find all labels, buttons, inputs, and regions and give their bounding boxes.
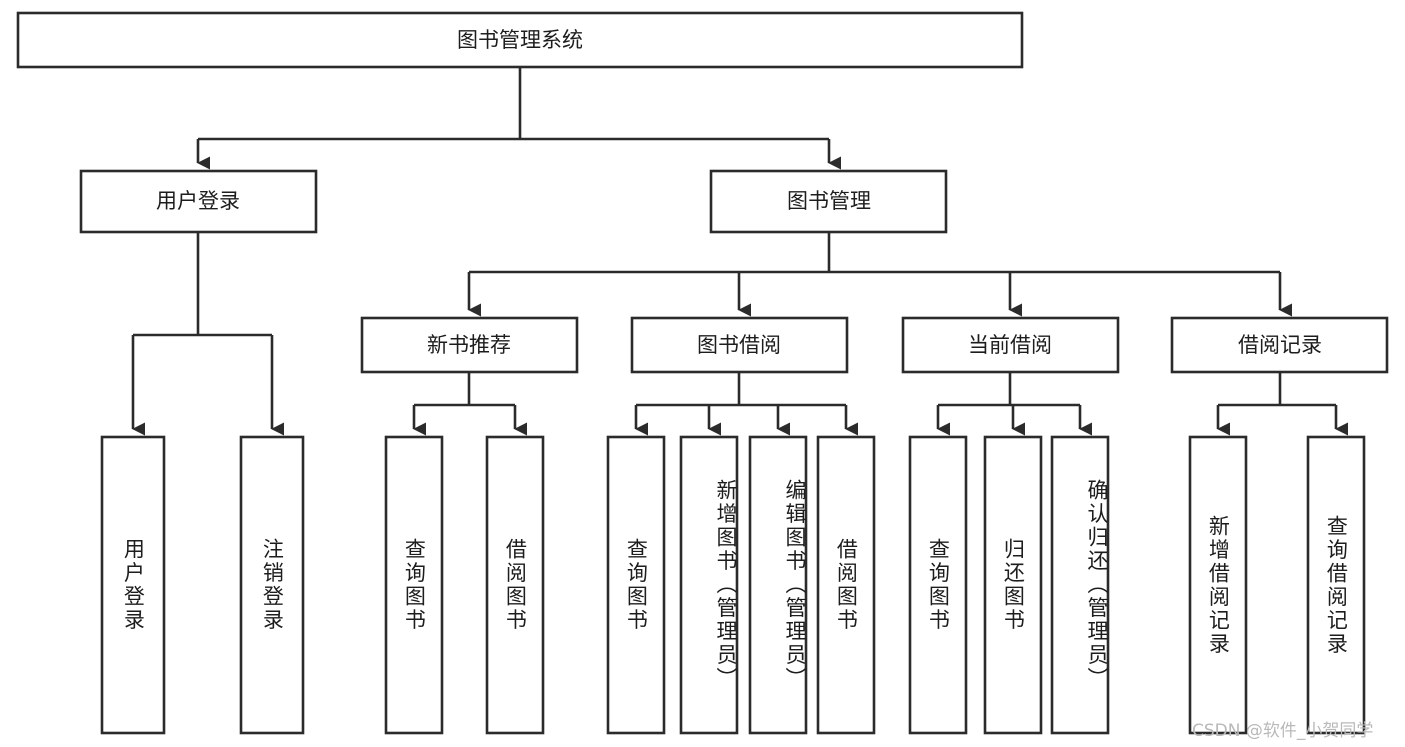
node-book-borrow-label: 图书借阅 xyxy=(697,333,781,357)
node-current-borrow-box xyxy=(901,316,1120,374)
node-user-login-label: 用户登录 xyxy=(156,189,240,213)
leaf-box-current-borrow-0[interactable] xyxy=(908,435,968,735)
csdn-watermark: CSDN @软件_小贺同学 xyxy=(1192,721,1374,741)
leaf-box-new-book-1[interactable] xyxy=(485,435,545,735)
node-book-management[interactable]: 图书管理 xyxy=(709,169,948,234)
leaf-box-current-borrow-1[interactable] xyxy=(983,435,1043,735)
node-current-borrow[interactable]: 当前借阅 xyxy=(901,316,1120,374)
leaf-box-book-borrow-3[interactable] xyxy=(816,435,876,735)
node-new-book-recommend-box xyxy=(360,316,579,374)
node-root-box xyxy=(16,11,1024,69)
node-new-book-recommend-label: 新书推荐 xyxy=(427,333,511,357)
leaf-box-borrow-record-1[interactable] xyxy=(1306,435,1366,735)
node-book-management-box xyxy=(709,169,948,234)
node-root[interactable]: 图书管理系统 xyxy=(16,11,1024,69)
node-borrow-record-label: 借阅记录 xyxy=(1238,333,1322,357)
node-new-book-recommend[interactable]: 新书推荐 xyxy=(360,316,579,374)
node-current-borrow-label: 当前借阅 xyxy=(968,333,1052,357)
leaf-box-book-borrow-2[interactable] xyxy=(748,435,808,735)
node-book-borrow[interactable]: 图书借阅 xyxy=(630,316,849,374)
node-borrow-record-box xyxy=(1170,316,1389,374)
node-root-label: 图书管理系统 xyxy=(457,28,583,52)
leaf-box-borrow-record-0[interactable] xyxy=(1188,435,1248,735)
leaf-box-user-login-1[interactable] xyxy=(239,435,305,735)
leaf-box-user-login-0[interactable] xyxy=(100,435,166,735)
leaf-box-book-borrow-1[interactable] xyxy=(679,435,739,735)
leaf-box-book-borrow-0[interactable] xyxy=(606,435,666,735)
node-user-login[interactable]: 用户登录 xyxy=(79,169,318,234)
node-book-borrow-box xyxy=(630,316,849,374)
node-book-management-label: 图书管理 xyxy=(787,189,871,213)
leaf-box-current-borrow-2[interactable] xyxy=(1050,435,1110,735)
leaf-box-new-book-0[interactable] xyxy=(384,435,444,735)
node-borrow-record[interactable]: 借阅记录 xyxy=(1170,316,1389,374)
